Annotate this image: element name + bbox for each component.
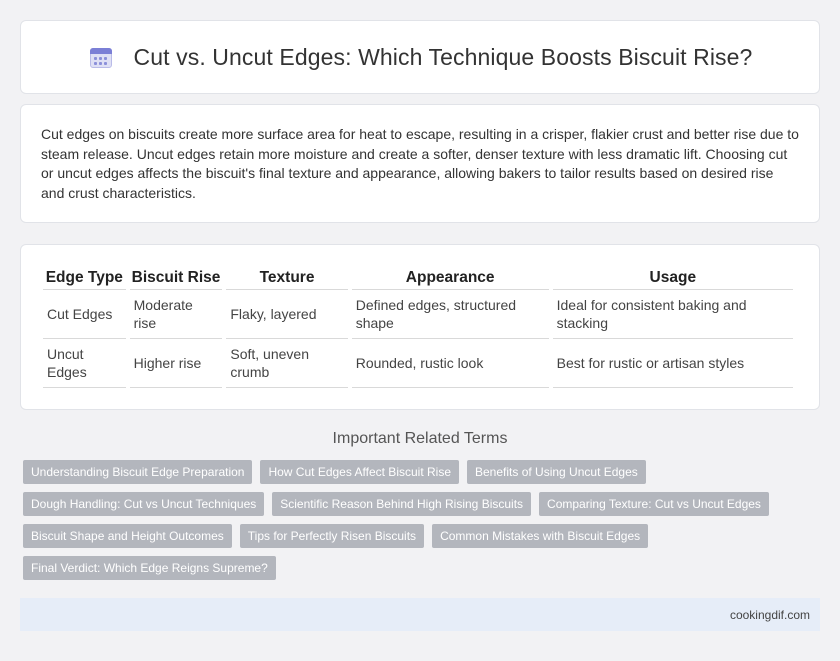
related-term-tag[interactable]: Benefits of Using Uncut Edges [467, 460, 646, 484]
column-header: Appearance [351, 265, 549, 290]
related-term-tag[interactable]: Comparing Texture: Cut vs Uncut Edges [539, 492, 769, 516]
table-row: Cut Edges Moderate rise Flaky, layered D… [43, 290, 793, 339]
column-header: Edge Type [43, 265, 126, 290]
comparison-table: Edge Type Biscuit Rise Texture Appearanc… [39, 265, 797, 388]
table-cell: Moderate rise [129, 290, 223, 339]
related-term-tag[interactable]: Dough Handling: Cut vs Uncut Techniques [23, 492, 265, 516]
intro-card: Cut edges on biscuits create more surfac… [20, 104, 820, 223]
comparison-card: Edge Type Biscuit Rise Texture Appearanc… [20, 244, 820, 410]
table-cell: Cut Edges [43, 290, 126, 339]
related-term-tag[interactable]: Tips for Perfectly Risen Biscuits [239, 524, 425, 548]
related-term-tag[interactable]: Final Verdict: Which Edge Reigns Supreme… [23, 556, 276, 580]
table-cell: Higher rise [129, 339, 223, 388]
table-cell: Uncut Edges [43, 339, 126, 388]
table-cell: Flaky, layered [226, 290, 348, 339]
related-term-tag[interactable]: Common Mistakes with Biscuit Edges [432, 524, 649, 548]
column-header: Biscuit Rise [129, 265, 223, 290]
table-cell: Defined edges, structured shape [351, 290, 549, 339]
column-header: Texture [226, 265, 348, 290]
related-term-tag[interactable]: Understanding Biscuit Edge Preparation [23, 460, 253, 484]
title-card: Cut vs. Uncut Edges: Which Technique Boo… [20, 20, 820, 94]
footer: cookingdif.com [20, 598, 820, 631]
calendar-icon [88, 44, 114, 70]
table-cell: Soft, uneven crumb [226, 339, 348, 388]
related-term-tag[interactable]: Biscuit Shape and Height Outcomes [23, 524, 232, 548]
related-terms-heading: Important Related Terms [332, 430, 508, 447]
related-terms-list: Understanding Biscuit Edge Preparation H… [20, 460, 820, 580]
table-row: Uncut Edges Higher rise Soft, uneven cru… [43, 339, 793, 388]
related-terms-section: Important Related Terms Understanding Bi… [20, 430, 820, 580]
column-header: Usage [552, 265, 793, 290]
page-title: Cut vs. Uncut Edges: Which Technique Boo… [133, 43, 753, 70]
table-cell: Best for rustic or artisan styles [552, 339, 793, 388]
footer-site-name[interactable]: cookingdif.com [729, 607, 810, 622]
table-cell: Rounded, rustic look [351, 339, 549, 388]
intro-text: Cut edges on biscuits create more surfac… [41, 126, 799, 201]
table-cell: Ideal for consistent baking and stacking [552, 290, 793, 339]
related-term-tag[interactable]: Scientific Reason Behind High Rising Bis… [272, 492, 532, 516]
related-term-tag[interactable]: How Cut Edges Affect Biscuit Rise [260, 460, 459, 484]
table-header-row: Edge Type Biscuit Rise Texture Appearanc… [43, 265, 793, 290]
